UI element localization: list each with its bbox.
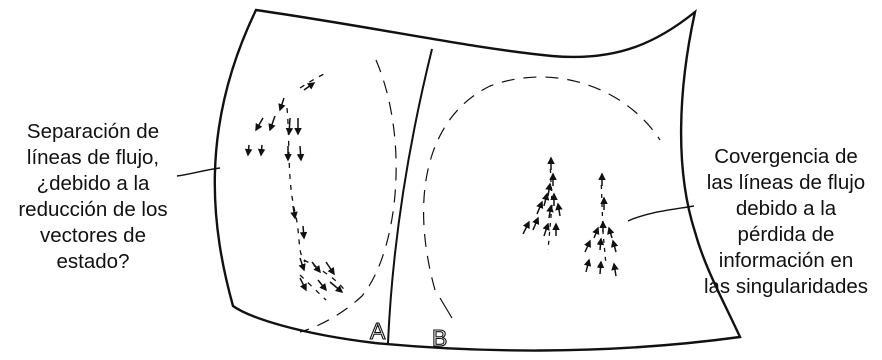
left-caption-line: ¿debido a la: [2, 171, 184, 197]
right-caption: Covergencia de las líneas de flujo debid…: [690, 144, 882, 300]
right-caption-line: las singularidades: [690, 274, 882, 300]
diverging-flow-lines: [287, 72, 346, 300]
converging-flow-lines: [548, 160, 606, 265]
left-caption-line: líneas de flujo,: [2, 145, 184, 171]
region-b-boundary: [424, 77, 660, 290]
left-caption-line: reducción de los: [2, 197, 184, 223]
left-caption: Separación de líneas de flujo, ¿debido a…: [2, 119, 184, 275]
region-b-label: B: [432, 325, 447, 351]
converging-arrows: [523, 158, 616, 276]
right-caption-line: Covergencia de: [690, 144, 882, 170]
right-caption-line: pérdida de: [690, 222, 882, 248]
left-caption-line: estado?: [2, 249, 184, 275]
diverging-arrows: [248, 83, 342, 292]
right-caption-line: información en: [690, 248, 882, 274]
sheet-outline: [215, 10, 740, 351]
region-a-label: A: [370, 318, 386, 344]
left-caption-line: Separación de: [2, 119, 184, 145]
right-leader-line: [628, 206, 694, 221]
region-a-boundary: [300, 60, 396, 332]
left-caption-line: vectores de: [2, 223, 184, 249]
right-caption-line: debido a la: [690, 196, 882, 222]
region-b-boundary-tail: [440, 298, 452, 318]
right-caption-line: las líneas de flujo: [690, 170, 882, 196]
